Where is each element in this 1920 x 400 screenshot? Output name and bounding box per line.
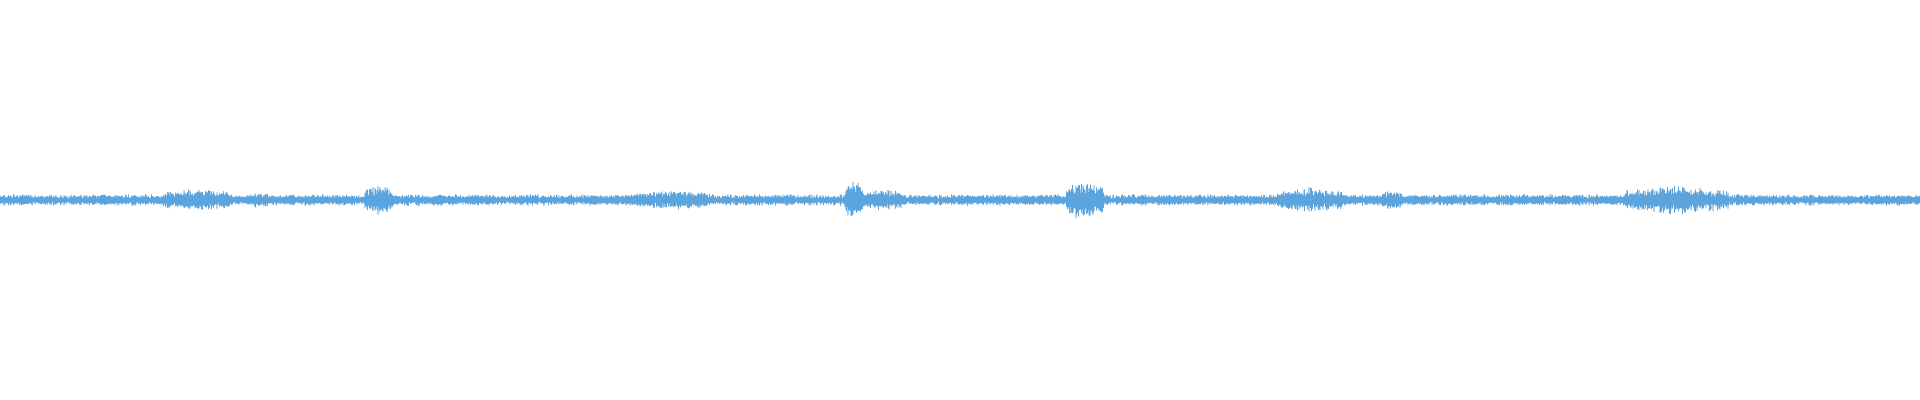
- waveform-trace: [0, 182, 1920, 218]
